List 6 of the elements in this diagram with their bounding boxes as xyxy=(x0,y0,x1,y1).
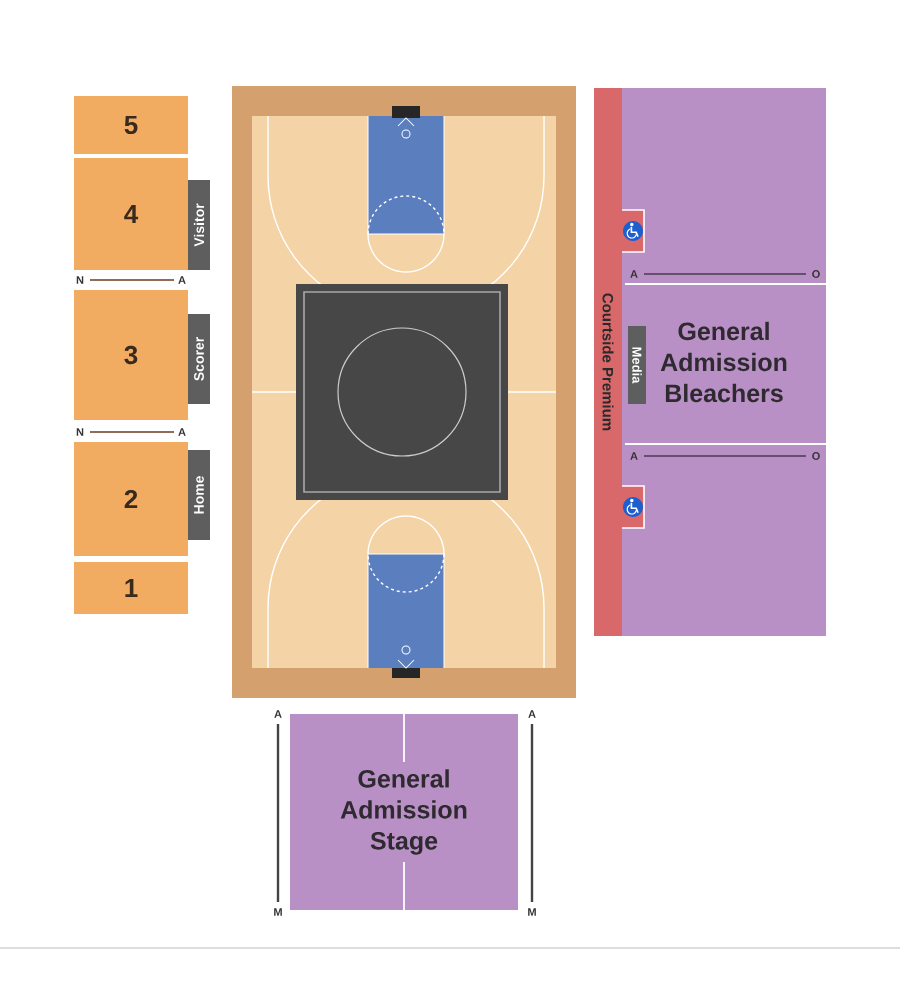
seat-section: 2 xyxy=(74,442,188,556)
seat-section: 1 xyxy=(74,562,188,614)
stage-section: General Admission Stage xyxy=(290,713,518,911)
seat-section: 4 xyxy=(74,158,188,270)
seat-section: 3 xyxy=(74,290,188,420)
seat-section: 5 xyxy=(74,96,188,154)
